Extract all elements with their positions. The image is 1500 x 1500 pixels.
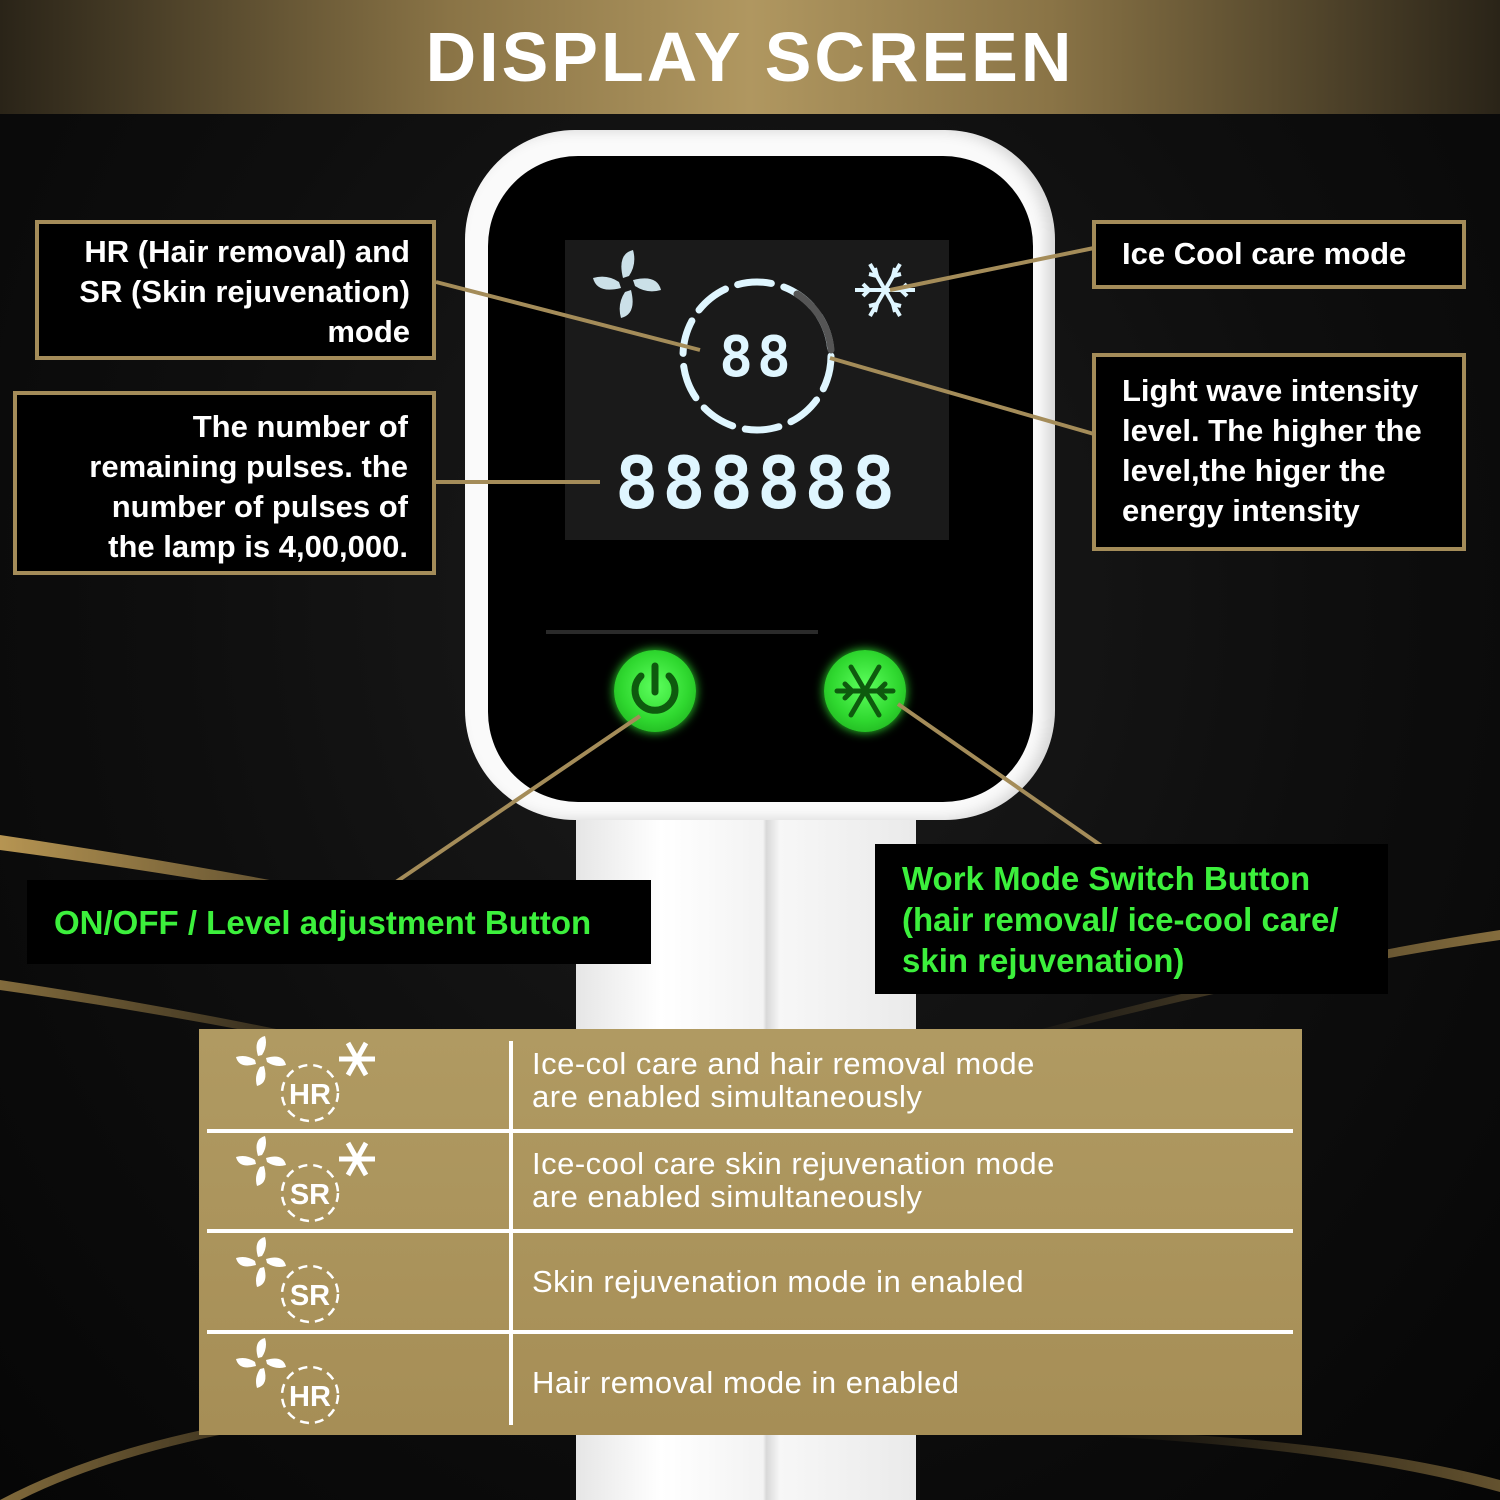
legend-description: Ice-col care and hair removal mode are e… (532, 1031, 1272, 1129)
callout-line: The number of (192, 409, 408, 444)
legend-divider (207, 1129, 1293, 1133)
callout-line: Work Mode Switch Button (902, 860, 1311, 897)
fan-icon (593, 250, 661, 318)
svg-text:HR: HR (289, 1381, 331, 1413)
snowflake-button-icon (834, 664, 896, 718)
svg-text:SR: SR (290, 1179, 330, 1211)
fan-icon (236, 1338, 286, 1388)
mode-icons: HR (236, 1338, 340, 1425)
callout-hr-sr-mode: HR (Hair removal) and SR (Skin rejuvenat… (35, 220, 436, 360)
callout-line: Ice Cool care mode (1122, 236, 1407, 271)
callout-line: mode (327, 314, 410, 349)
sr-badge-icon: SR (280, 1163, 340, 1223)
legend-row: SR Skin rejuvenation mode in enabled (207, 1232, 1293, 1330)
callout-line: number of pulses of (111, 489, 408, 524)
lcd-display: 88 888888 (565, 240, 949, 540)
fan-icon (236, 1036, 286, 1086)
callout-work-mode: Work Mode Switch Button (hair removal/ i… (875, 844, 1388, 994)
legend-description: Hair removal mode in enabled (532, 1333, 1272, 1431)
callout-line: level,the higer the (1122, 453, 1386, 488)
snowflake-icon (855, 263, 915, 317)
sr-badge-icon: SR (280, 1264, 340, 1324)
snowflake-icon (339, 1041, 375, 1077)
mode-icons: HR (236, 1036, 375, 1123)
legend-description: Ice-cool care skin rejuvenation mode are… (532, 1131, 1272, 1229)
callout-line: remaining pulses. the (89, 449, 408, 484)
callout-line: ON/OFF / Level adjustment Button (54, 904, 592, 941)
legend-line: Ice-cool care skin rejuvenation mode (532, 1146, 1055, 1181)
callout-line: the lamp is 4,00,000. (108, 529, 408, 564)
svg-text:HR: HR (289, 1079, 331, 1111)
pulse-digits: 888888 (615, 441, 899, 525)
hr-badge-icon: HR (280, 1063, 340, 1123)
mode-icons: SR (236, 1136, 375, 1223)
mode-icons: SR (236, 1237, 340, 1324)
hr-badge-icon: HR (280, 1365, 340, 1425)
callout-line: energy intensity (1122, 493, 1360, 528)
svg-text:SR: SR (290, 1280, 330, 1312)
callout-line: (hair removal/ ice-cool care/ (902, 901, 1339, 938)
power-icon (631, 662, 679, 714)
legend-row: HR Ice-col care and hair removal mode ar… (207, 1031, 1293, 1129)
callout-line: skin rejuvenation) (902, 942, 1185, 979)
callout-line: level. The higher the (1122, 413, 1422, 448)
legend-row: HR Hair removal mode in enabled (207, 1333, 1293, 1431)
legend-divider (509, 1041, 513, 1425)
legend-row: SR Ice-cool care skin rejuvenation mode … (207, 1131, 1293, 1229)
callout-line: HR (Hair removal) and (84, 234, 410, 269)
fan-icon (236, 1237, 286, 1287)
level-digits: 88 (719, 325, 794, 390)
legend-line: Skin rejuvenation mode in enabled (532, 1263, 1025, 1299)
callout-line: Light wave intensity (1122, 373, 1419, 408)
legend-divider (207, 1229, 1293, 1233)
page-title: DISPLAY SCREEN (425, 18, 1075, 96)
intensity-ring (679, 278, 835, 434)
callout-ice-cool: Ice Cool care mode (1092, 220, 1466, 289)
legend-line: Hair removal mode in enabled (532, 1364, 960, 1400)
legend-line: are enabled simultaneously (532, 1179, 923, 1214)
legend-line: are enabled simultaneously (532, 1079, 923, 1114)
callout-remaining-pulses: The number of remaining pulses. the numb… (13, 391, 436, 575)
callout-intensity: Light wave intensity level. The higher t… (1092, 353, 1466, 551)
panel-divider (546, 630, 818, 634)
legend-description: Skin rejuvenation mode in enabled (532, 1232, 1272, 1330)
work-mode-button[interactable] (824, 650, 906, 732)
callout-on-off: ON/OFF / Level adjustment Button (27, 880, 651, 964)
callout-line: SR (Skin rejuvenation) (79, 274, 410, 309)
header-banner: DISPLAY SCREEN (0, 0, 1500, 114)
fan-icon (236, 1136, 286, 1186)
mode-legend-table: HR Ice-col care and hair removal mode ar… (199, 1029, 1302, 1435)
legend-line: Ice-col care and hair removal mode (532, 1046, 1035, 1081)
legend-divider (207, 1330, 1293, 1334)
power-button[interactable] (614, 650, 696, 732)
snowflake-icon (339, 1141, 375, 1177)
